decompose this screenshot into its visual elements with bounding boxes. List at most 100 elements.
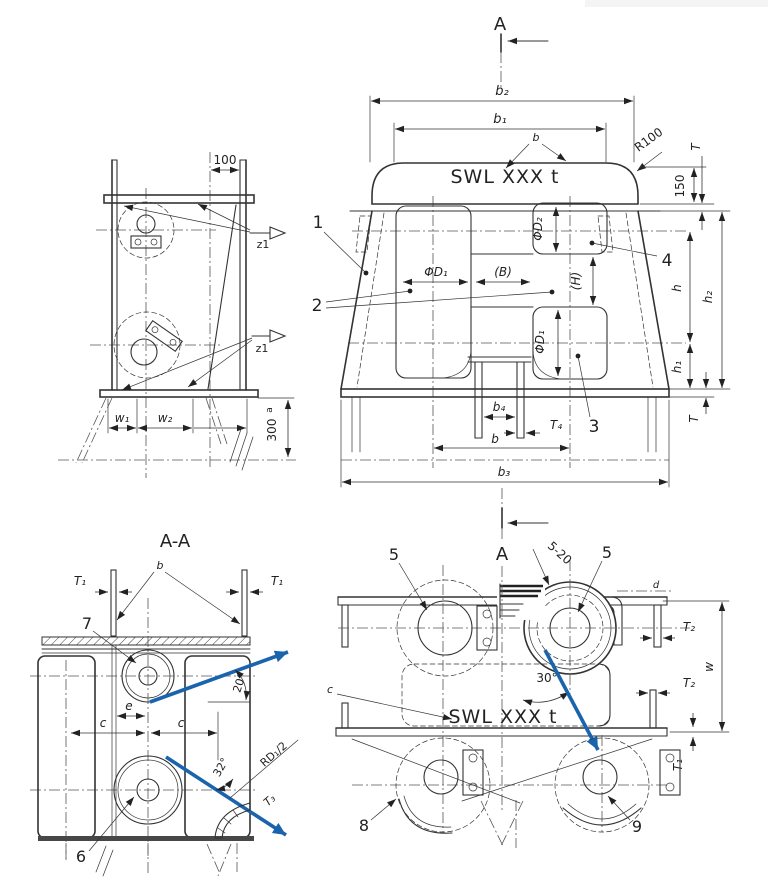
svg-text:z1: z1 [257, 238, 270, 251]
svg-text:20°: 20° [230, 672, 248, 695]
body-trapezoid [340, 210, 670, 453]
dim-T1-right: T₁ [226, 574, 283, 596]
svg-text:h₁: h₁ [670, 361, 684, 374]
weld-flag-icon [269, 226, 287, 240]
svg-text:100: 100 [214, 153, 237, 167]
swl-marking-bottom: SWL XXX t [448, 706, 557, 728]
dim-b1: b₁ [393, 112, 607, 163]
rope-arrow-20deg: 20° [149, 650, 289, 704]
svg-text:a: a [265, 407, 275, 413]
svg-text:w₁: w₁ [115, 411, 130, 425]
dim-e: e [117, 699, 145, 720]
sheave-openings [395, 202, 608, 380]
svg-text:c: c [178, 716, 185, 730]
lower-big-sheave [113, 755, 183, 825]
svg-text:c: c [327, 683, 333, 696]
note-b-marking: b [505, 131, 567, 169]
note-b-plates: b [116, 559, 241, 625]
dim-c-left: c [71, 716, 145, 737]
bottom-view: SWL XXX t 5 5 5-20 30° c [327, 539, 730, 848]
upper-small-sheave [121, 649, 175, 703]
svg-text:T: T [689, 142, 703, 151]
section-letter-mid: A [496, 544, 509, 565]
section-letter-top: A [494, 14, 507, 35]
svg-text:9: 9 [632, 817, 642, 836]
weld-prep-hatch [497, 582, 545, 620]
svg-text:w: w [702, 662, 716, 672]
side-elevation-view: 100 z1 z1 w₁ w₂ [58, 152, 296, 478]
weld-flag-icon [269, 329, 287, 343]
dim-w1-w2: w₁ w₂ [107, 398, 248, 434]
svg-text:b: b [157, 559, 164, 572]
dim-H: (H) [569, 257, 597, 305]
svg-text:b₃: b₃ [498, 465, 511, 479]
weld-note-5-20: 5-20 [532, 539, 574, 586]
dim-T2-lower: T₂ [636, 676, 695, 697]
svg-text:ΦD₁: ΦD₁ [424, 265, 448, 279]
dim-b2: b₂ [369, 84, 635, 163]
svg-text:(B): (B) [494, 265, 512, 279]
upper-sheave-clamp [117, 201, 175, 259]
part-label-9: 9 [607, 795, 642, 836]
svg-text:7: 7 [82, 614, 92, 633]
svg-text:8: 8 [359, 816, 369, 835]
svg-text:z1: z1 [256, 342, 269, 355]
part-label-4: 4 [589, 240, 673, 271]
svg-text:T₃: T₃ [261, 791, 278, 808]
svg-text:T₁: T₁ [671, 759, 685, 771]
svg-text:R100: R100 [632, 125, 666, 155]
bottom-sheave-left [395, 737, 491, 834]
section-cut-marker-top: A [494, 14, 549, 88]
dim-T1-bottom-view: T₁ [671, 713, 697, 771]
bottom-plate [99, 389, 259, 398]
weld-callout-z1-upper: z1 [123, 203, 287, 251]
svg-text:T₂: T₂ [683, 676, 695, 690]
svg-text:b₄: b₄ [493, 400, 506, 414]
dim-w: w [662, 600, 730, 733]
center-lines [338, 560, 690, 832]
dim-300a: 300 a [257, 397, 295, 457]
part-label-8: 8 [359, 798, 397, 835]
front-elevation-view: SWL XXX t [312, 84, 731, 488]
svg-text:1: 1 [313, 213, 324, 233]
svg-text:32°: 32° [210, 756, 231, 779]
svg-text:T: T [687, 414, 701, 423]
rope-lines [58, 397, 296, 471]
svg-text:RD₁/2: RD₁/2 [258, 739, 290, 769]
part-label-7: 7 [82, 614, 137, 664]
cheek-plates-top [110, 569, 248, 637]
dim-D1-right: ΦD₁ [533, 310, 562, 376]
svg-text:ΦD₂: ΦD₂ [531, 217, 545, 241]
svg-text:30°: 30° [536, 671, 557, 685]
svg-text:300: 300 [265, 419, 279, 442]
dim-T1-left: T₁ [74, 574, 132, 596]
section-aa-view: A-A T₁ T₁ b [30, 531, 299, 877]
svg-text:ΦD₁: ΦD₁ [533, 330, 547, 354]
becket-lugs [467, 356, 532, 439]
projection-diagonals [351, 738, 653, 848]
bottom-plate-edge [38, 836, 254, 841]
svg-text:5: 5 [389, 545, 399, 564]
dim-B: (B) [476, 265, 530, 286]
dim-D1-left: ΦD₁ [403, 265, 468, 286]
svg-text:T₁: T₁ [74, 574, 86, 588]
svg-text:T₄: T₄ [550, 418, 562, 432]
svg-text:b₁: b₁ [493, 112, 506, 127]
svg-text:4: 4 [662, 251, 673, 271]
section-cut-marker-mid: A [496, 488, 549, 565]
dim-b3: b₃ [340, 399, 670, 488]
dim-D2: ΦD₂ [531, 207, 560, 252]
svg-text:h: h [670, 284, 684, 292]
head-plate-section [41, 636, 251, 654]
svg-text:w₂: w₂ [158, 411, 173, 425]
part-label-1: 1 [313, 213, 369, 276]
section-view-title: A-A [160, 531, 191, 552]
part-label-6: 6 [76, 796, 135, 866]
dim-T2-upper: T₂ [640, 620, 695, 642]
top-flange [103, 194, 255, 204]
svg-text:b₂: b₂ [495, 84, 508, 99]
note-d-marking: d [653, 580, 660, 591]
swl-marking: SWL XXX t [450, 166, 559, 188]
svg-text:T₂: T₂ [683, 620, 695, 634]
